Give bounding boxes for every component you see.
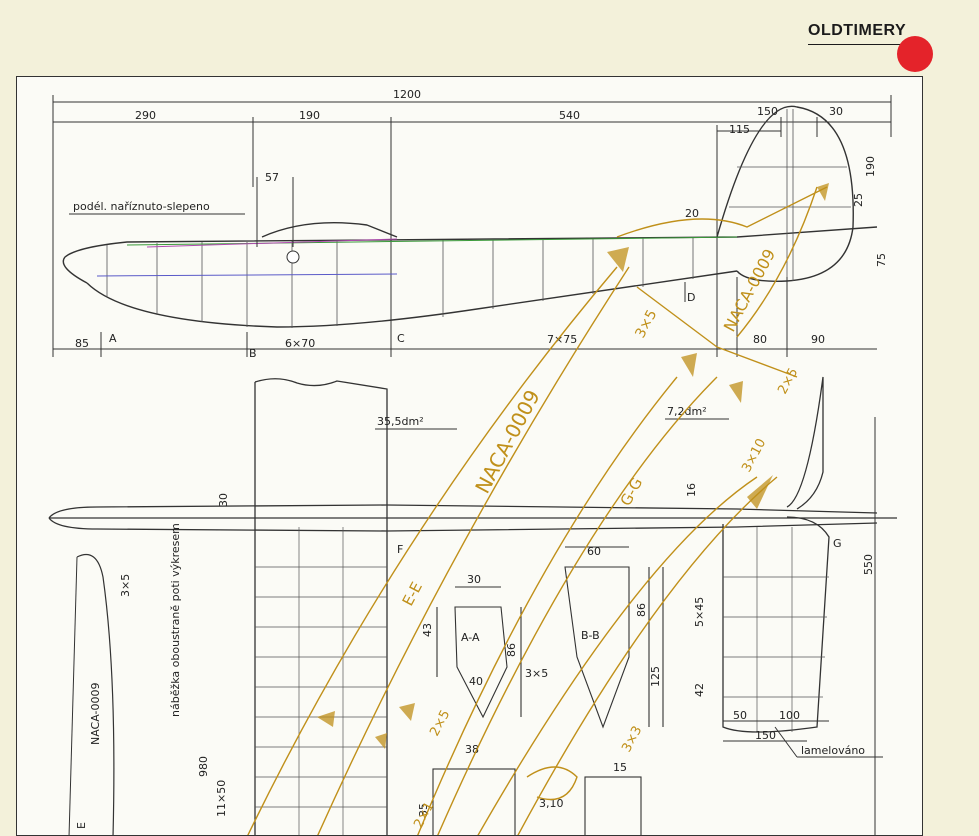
section-ee: E-E bbox=[399, 579, 426, 609]
dim-6x70: 6×70 bbox=[285, 337, 315, 350]
spar-3x5-orange: 3×5 bbox=[632, 307, 660, 341]
lamel-leader2 bbox=[775, 727, 797, 757]
station-b: B bbox=[249, 347, 257, 360]
station-a: A bbox=[109, 332, 117, 345]
dim-43: 43 bbox=[421, 623, 434, 637]
red-dot-marker bbox=[897, 36, 933, 72]
section-title: OLDTIMERY bbox=[808, 22, 906, 40]
plan-sheet: 1200 290 190 540 150 30 115 57 podél. na… bbox=[16, 76, 923, 836]
dim-57: 57 bbox=[265, 171, 279, 184]
dim-125: 125 bbox=[649, 666, 662, 687]
spar-3x5-aa: 3×5 bbox=[525, 667, 548, 680]
spar-3x5-left: 3×5 bbox=[119, 574, 132, 597]
dim-11x50: 11×50 bbox=[215, 780, 228, 817]
spar-3x3: 3×3 bbox=[619, 724, 645, 755]
dim-42: 42 bbox=[693, 683, 706, 697]
dim-100: 100 bbox=[779, 709, 800, 722]
station-d: D bbox=[687, 291, 695, 304]
area-tail: 7,2dm² bbox=[667, 405, 707, 418]
dim-190-side: 190 bbox=[864, 156, 877, 177]
leading-edge-profile-2 bbox=[69, 557, 77, 836]
cg-marker bbox=[287, 251, 299, 263]
dim-86-aa: 86 bbox=[505, 643, 518, 657]
dim-540: 540 bbox=[559, 109, 580, 122]
dim-80: 80 bbox=[753, 333, 767, 346]
section-views bbox=[433, 547, 663, 836]
spar-3x10: 3×10 bbox=[739, 436, 769, 475]
dim-190: 190 bbox=[299, 109, 320, 122]
note-lamel: lamelováno bbox=[801, 744, 865, 757]
page-header: OLDTIMERY bbox=[0, 0, 979, 75]
dim-total: 1200 bbox=[393, 88, 421, 101]
station-g: G bbox=[833, 537, 842, 550]
glider-plan-drawing: 1200 290 190 540 150 30 115 57 podél. na… bbox=[17, 77, 923, 836]
dim-60: 60 bbox=[587, 545, 601, 558]
naca-profile-label: NACA-0009 bbox=[89, 683, 102, 746]
dim-150-tail: 150 bbox=[755, 729, 776, 742]
dim-115: 115 bbox=[729, 123, 750, 136]
dim-30: 30 bbox=[829, 105, 843, 118]
dim-15: 15 bbox=[613, 761, 627, 774]
wing-ribs bbox=[255, 527, 829, 836]
dim-20: 20 bbox=[685, 207, 699, 220]
dim-86-bb: 86 bbox=[635, 603, 648, 617]
dim-5x45: 5×45 bbox=[693, 597, 706, 627]
dim-16: 16 bbox=[685, 483, 698, 497]
dim-90: 90 bbox=[811, 333, 825, 346]
dim-40: 40 bbox=[469, 675, 483, 688]
section-aa: A-A bbox=[461, 631, 480, 644]
dim-75: 75 bbox=[875, 253, 888, 267]
dim-85: 85 bbox=[75, 337, 89, 350]
spar-2x5-wing: 2×5 bbox=[427, 708, 453, 739]
area-wing: 35,5dm² bbox=[377, 415, 424, 428]
note-leading-edge: náběžka oboustraně poti výkresem bbox=[169, 523, 182, 717]
dim-290: 290 bbox=[135, 109, 156, 122]
dim-980: 980 bbox=[197, 756, 210, 777]
note-podel: podél. naříznuto-slepeno bbox=[73, 200, 210, 213]
dim-30-aa: 30 bbox=[467, 573, 481, 586]
section-gg: G-G bbox=[617, 475, 647, 509]
dim-30-wing: 30 bbox=[217, 493, 230, 507]
dim-50: 50 bbox=[733, 709, 747, 722]
dim-550: 550 bbox=[862, 554, 875, 575]
dim-25: 25 bbox=[852, 193, 865, 207]
airfoil-overlay bbox=[247, 187, 827, 836]
label-e: E bbox=[75, 822, 88, 829]
section-bb: B-B bbox=[581, 629, 600, 642]
dim-150: 150 bbox=[757, 105, 778, 118]
station-f: F bbox=[397, 543, 403, 556]
station-c: C bbox=[397, 332, 405, 345]
